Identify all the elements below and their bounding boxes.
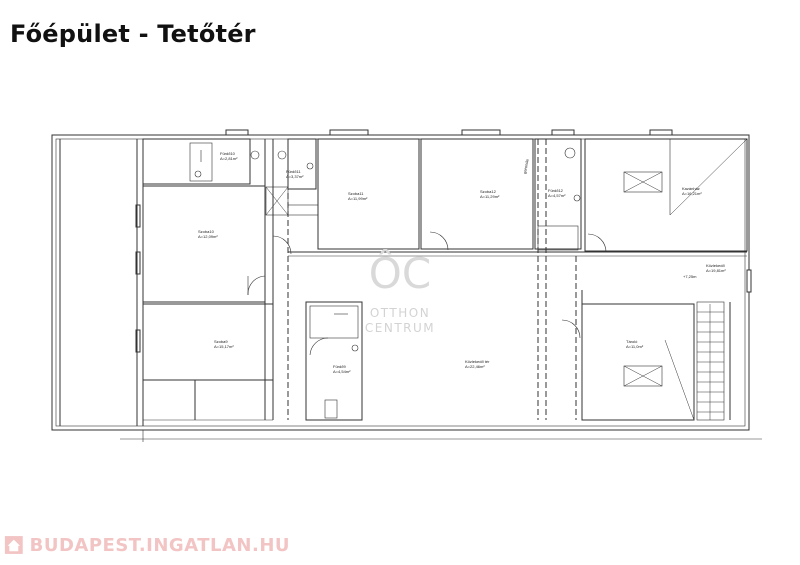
page-title: Főépület - Tetőtér: [10, 20, 256, 48]
label-kozlekedo-area: A=19,81m²: [706, 268, 726, 273]
watermark-line2: CENTRUM: [365, 321, 435, 335]
label-szoba12-area: A=11,29m²: [480, 194, 500, 199]
label-szoba11-area: A=11,99m²: [348, 196, 368, 201]
label-furdo12-area: A=4,57m²: [548, 193, 566, 198]
watermark-line1: OTTHON: [370, 306, 430, 320]
footer-brand-text: BUDAPEST.INGATLAN.HU: [29, 534, 290, 556]
label-szoba11-name: Szoba11: [348, 191, 364, 196]
label-szoba12-name: Szoba12: [480, 189, 497, 194]
label-furdo9-name: Fürdő9: [333, 364, 346, 369]
label-kazan-area: A=16,21m²: [682, 191, 702, 196]
watermark-monogram: ÔC: [369, 248, 431, 298]
label-furdo11-name: Fürdő11: [286, 169, 301, 174]
label-tarolo-name: Tároló: [626, 339, 638, 344]
label-level: +7,25m: [683, 274, 697, 279]
label-kozlekedo-ter-area: A=22,46m²: [465, 364, 485, 369]
label-gerenda: gerenda: [522, 158, 530, 174]
label-szoba9-name: Szoba9: [214, 339, 228, 344]
label-furdo12-name: Fürdő12: [548, 188, 564, 193]
label-furdo10-name: Fürdő10: [220, 151, 236, 156]
house-icon: [4, 536, 23, 554]
label-szoba9-area: A=15,17m²: [214, 344, 234, 349]
label-tarolo-area: A=11,0m²: [626, 344, 644, 349]
label-furdo9-area: A=4,54m²: [333, 369, 351, 374]
label-kazan-name: Kazánház: [682, 186, 700, 191]
label-kozlekedo-name: Közlekedő: [706, 263, 725, 268]
label-furdo10-area: A=2,81m²: [220, 156, 238, 161]
label-kozlekedo-ter-name: Közlekedő tér: [465, 359, 490, 364]
label-furdo11-area: A=3,37m²: [286, 174, 304, 179]
label-szoba10-area: A=12,09m²: [198, 234, 218, 239]
footer-brand: BUDAPEST.INGATLAN.HU: [4, 531, 290, 559]
label-szoba10-name: Szoba10: [198, 229, 215, 234]
